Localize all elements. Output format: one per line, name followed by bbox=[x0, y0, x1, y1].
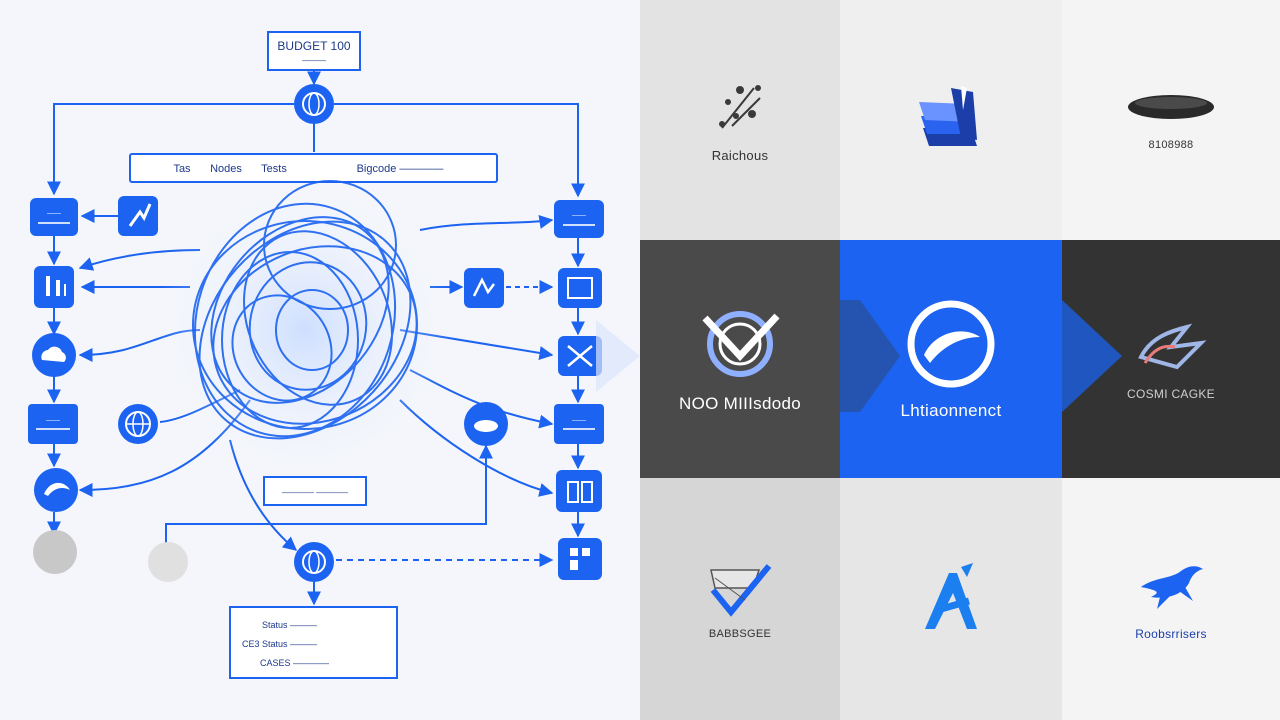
left-grey-node bbox=[33, 530, 77, 574]
disc-icon bbox=[1128, 95, 1214, 119]
check-circle-icon bbox=[702, 311, 780, 377]
bird-icon bbox=[1141, 566, 1203, 609]
logo-tile-7[interactable]: BABBSGEE bbox=[640, 478, 840, 720]
svg-text:——: —— bbox=[572, 417, 586, 424]
svg-text:CASES ————: CASES ———— bbox=[260, 658, 329, 668]
ribbon-check-icon bbox=[710, 564, 772, 617]
right-box-middle[interactable]: —— bbox=[554, 404, 604, 444]
ring-swoosh-icon bbox=[907, 300, 995, 388]
svg-text:——: —— bbox=[46, 417, 60, 424]
inner-node-gear[interactable] bbox=[464, 268, 504, 308]
svg-text:Status ———: Status ——— bbox=[262, 620, 317, 630]
left-node-cloud[interactable] bbox=[32, 333, 76, 377]
logo-tile-6[interactable]: COSMI CAGKE bbox=[1062, 240, 1280, 478]
right-node-doc[interactable] bbox=[558, 268, 602, 308]
logo-label: Lhtiaonnenct bbox=[900, 401, 1002, 420]
logo-tile-3[interactable]: 8108988 bbox=[1062, 0, 1280, 240]
inner-node-lightning[interactable] bbox=[118, 196, 158, 236]
logo-tile-1[interactable]: Raichous bbox=[640, 0, 840, 240]
logo-tile-8[interactable] bbox=[840, 478, 1062, 720]
logo-tile-5[interactable]: Lhtiaonnenct bbox=[840, 240, 1062, 478]
mid-label-box: ———— ———— bbox=[263, 476, 367, 506]
svg-text:Tests: Tests bbox=[261, 163, 287, 175]
logo-tile-2[interactable] bbox=[840, 0, 1062, 240]
right-node-book[interactable] bbox=[556, 470, 602, 512]
stacked-flag-icon bbox=[919, 86, 977, 146]
left-box-top[interactable]: —— bbox=[30, 198, 78, 236]
scatter-logo-icon bbox=[719, 84, 761, 129]
right-box-top[interactable]: —— bbox=[554, 200, 604, 238]
bottom-globe-node[interactable] bbox=[294, 542, 334, 582]
logo-label: COSMI CAGKE bbox=[1127, 387, 1215, 401]
svg-text:Bigcode ————: Bigcode ———— bbox=[357, 163, 444, 175]
left-node-swoosh[interactable] bbox=[34, 468, 78, 512]
header-bar: Tas Nodes Tests Bigcode ———— bbox=[129, 153, 498, 183]
svg-text:Tas: Tas bbox=[173, 163, 191, 175]
flow-diagram: BUDGET 100 ——— Tas Nodes Tests Bigcode —… bbox=[28, 31, 604, 679]
top-globe-node[interactable] bbox=[294, 84, 334, 124]
inner-grey-node bbox=[148, 542, 188, 582]
logo-label: Roobsrrisers bbox=[1135, 627, 1207, 641]
diagram-canvas: BUDGET 100 ——— Tas Nodes Tests Bigcode —… bbox=[28, 31, 604, 679]
title-box: BUDGET 100 ——— bbox=[267, 31, 361, 71]
left-node-chart[interactable] bbox=[34, 266, 74, 308]
svg-text:Nodes: Nodes bbox=[210, 163, 242, 175]
logo-label: Raichous bbox=[711, 147, 769, 163]
logo-tile-4[interactable]: NOO MIIIsdodo bbox=[640, 240, 840, 478]
logo-label: NOO MIIIsdodo bbox=[679, 394, 801, 413]
svg-text:BUDGET 100: BUDGET 100 bbox=[277, 39, 350, 53]
bottom-status-box: Status ——— CE3 Status ——— CASES ———— bbox=[229, 606, 398, 679]
svg-text:CE3 Status ———: CE3 Status ——— bbox=[242, 639, 317, 649]
svg-text:———— ————: ———— ———— bbox=[282, 488, 348, 497]
abstract-glyph-icon bbox=[1138, 323, 1207, 370]
logo-label: BABBSGEE bbox=[708, 628, 772, 640]
letter-a-icon bbox=[925, 563, 977, 629]
right-node-shuffle[interactable] bbox=[558, 336, 602, 376]
logo-label: 8108988 bbox=[1148, 139, 1194, 151]
left-box-middle[interactable]: —— bbox=[28, 404, 78, 444]
svg-text:——: —— bbox=[47, 210, 61, 217]
inner-node-globe[interactable] bbox=[118, 404, 158, 444]
tangled-loops bbox=[155, 180, 455, 480]
logo-tile-9[interactable]: Roobsrrisers bbox=[1062, 478, 1280, 720]
svg-text:———: ——— bbox=[302, 56, 326, 65]
right-node-grid[interactable] bbox=[558, 538, 602, 580]
svg-text:——: —— bbox=[572, 212, 586, 219]
inner-node-cloud[interactable] bbox=[464, 402, 508, 446]
